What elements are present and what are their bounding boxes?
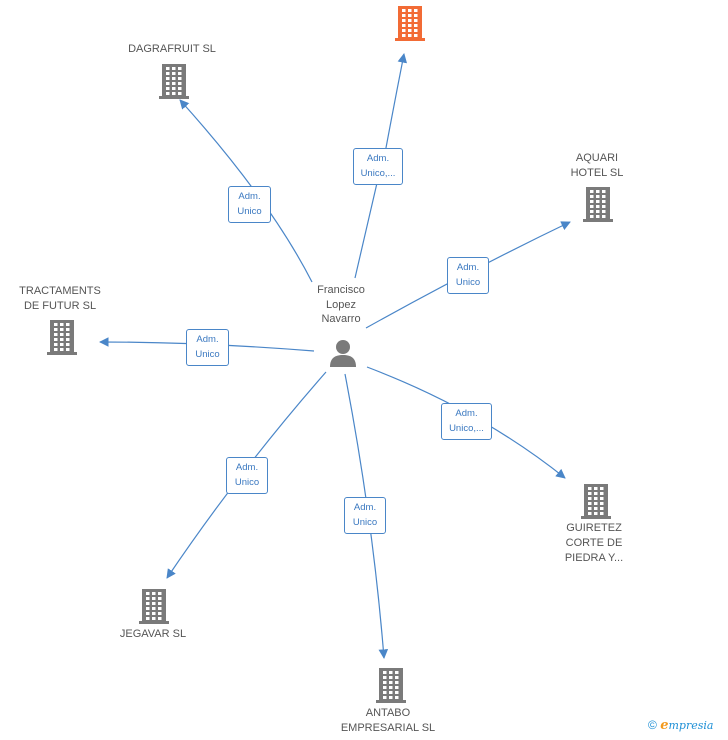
building-icon[interactable] — [375, 666, 407, 704]
company-name-line: ANTABO — [365, 707, 411, 719]
role-line: Unico — [455, 276, 481, 288]
role-line: Unico,... — [360, 167, 396, 179]
company-label[interactable]: JEGAVAR SL — [98, 627, 208, 642]
company-name-line: PIEDRA Y... — [564, 552, 624, 564]
role-line: Unico,... — [449, 422, 484, 434]
company-label[interactable]: AQUARI HOTEL SL — [542, 151, 652, 181]
role-label-aquari[interactable]: Adm. Unico — [447, 257, 489, 294]
center-name-line: Lopez — [326, 298, 356, 311]
person-icon[interactable] — [328, 338, 358, 368]
role-line: Adm. — [455, 408, 478, 419]
role-label-jegavar[interactable]: Adm. Unico — [226, 457, 268, 494]
building-icon[interactable] — [582, 185, 614, 223]
company-label[interactable]: DAGRAFRUIT SL — [117, 42, 227, 57]
company-label[interactable]: ANTABO EMPRESARIAL SL — [333, 706, 443, 736]
building-icon-highlight[interactable] — [394, 4, 426, 42]
role-label-top[interactable]: Adm. Unico,... — [353, 148, 403, 185]
role-line: Adm. — [353, 502, 377, 513]
role-line: Adm. — [238, 191, 261, 202]
company-name-line: DAGRAFRUIT SL — [128, 43, 216, 55]
center-name-line: Navarro — [321, 313, 361, 325]
role-line: Unico — [352, 516, 378, 528]
center-name-line: Francisco — [317, 284, 365, 296]
role-label-dagrafruit[interactable]: Adm. Unico — [228, 186, 271, 223]
building-icon[interactable] — [138, 587, 170, 625]
company-name-line: HOTEL SL — [570, 167, 624, 179]
company-name-line: DE FUTUR SL — [23, 300, 97, 312]
building-icon[interactable] — [580, 482, 612, 520]
role-label-tractaments[interactable]: Adm. Unico — [186, 329, 229, 366]
center-person-name[interactable]: Francisco Lopez Navarro — [300, 283, 382, 327]
role-line: Adm. — [366, 153, 390, 164]
brand-logo: empresia — [660, 718, 714, 733]
company-name-line: AQUARI — [575, 152, 619, 164]
company-name-line: GUIRETEZ — [566, 522, 622, 534]
role-line: Unico — [195, 348, 220, 360]
footer-brand: © empresia — [648, 718, 713, 733]
company-name-line: JEGAVAR SL — [119, 628, 187, 640]
building-icon[interactable] — [158, 62, 190, 100]
role-line: Adm. — [456, 262, 480, 273]
role-label-guiretez[interactable]: Adm. Unico,... — [441, 403, 492, 440]
role-label-antabo[interactable]: Adm. Unico — [344, 497, 386, 534]
role-line: Unico — [234, 476, 260, 488]
role-line: Unico — [237, 205, 262, 217]
copyright-icon: © — [648, 718, 657, 732]
company-name-line: CORTE DE — [565, 537, 623, 549]
role-line: Adm. — [235, 462, 259, 473]
role-line: Adm. — [196, 334, 219, 345]
company-name-line: EMPRESARIAL SL — [340, 722, 436, 734]
company-label[interactable]: GUIRETEZ CORTE DE PIEDRA Y... — [539, 521, 649, 566]
building-icon[interactable] — [46, 318, 78, 356]
company-name-line: TRACTAMENTS — [19, 285, 101, 297]
company-label[interactable]: TRACTAMENTS DE FUTUR SL — [5, 284, 115, 314]
